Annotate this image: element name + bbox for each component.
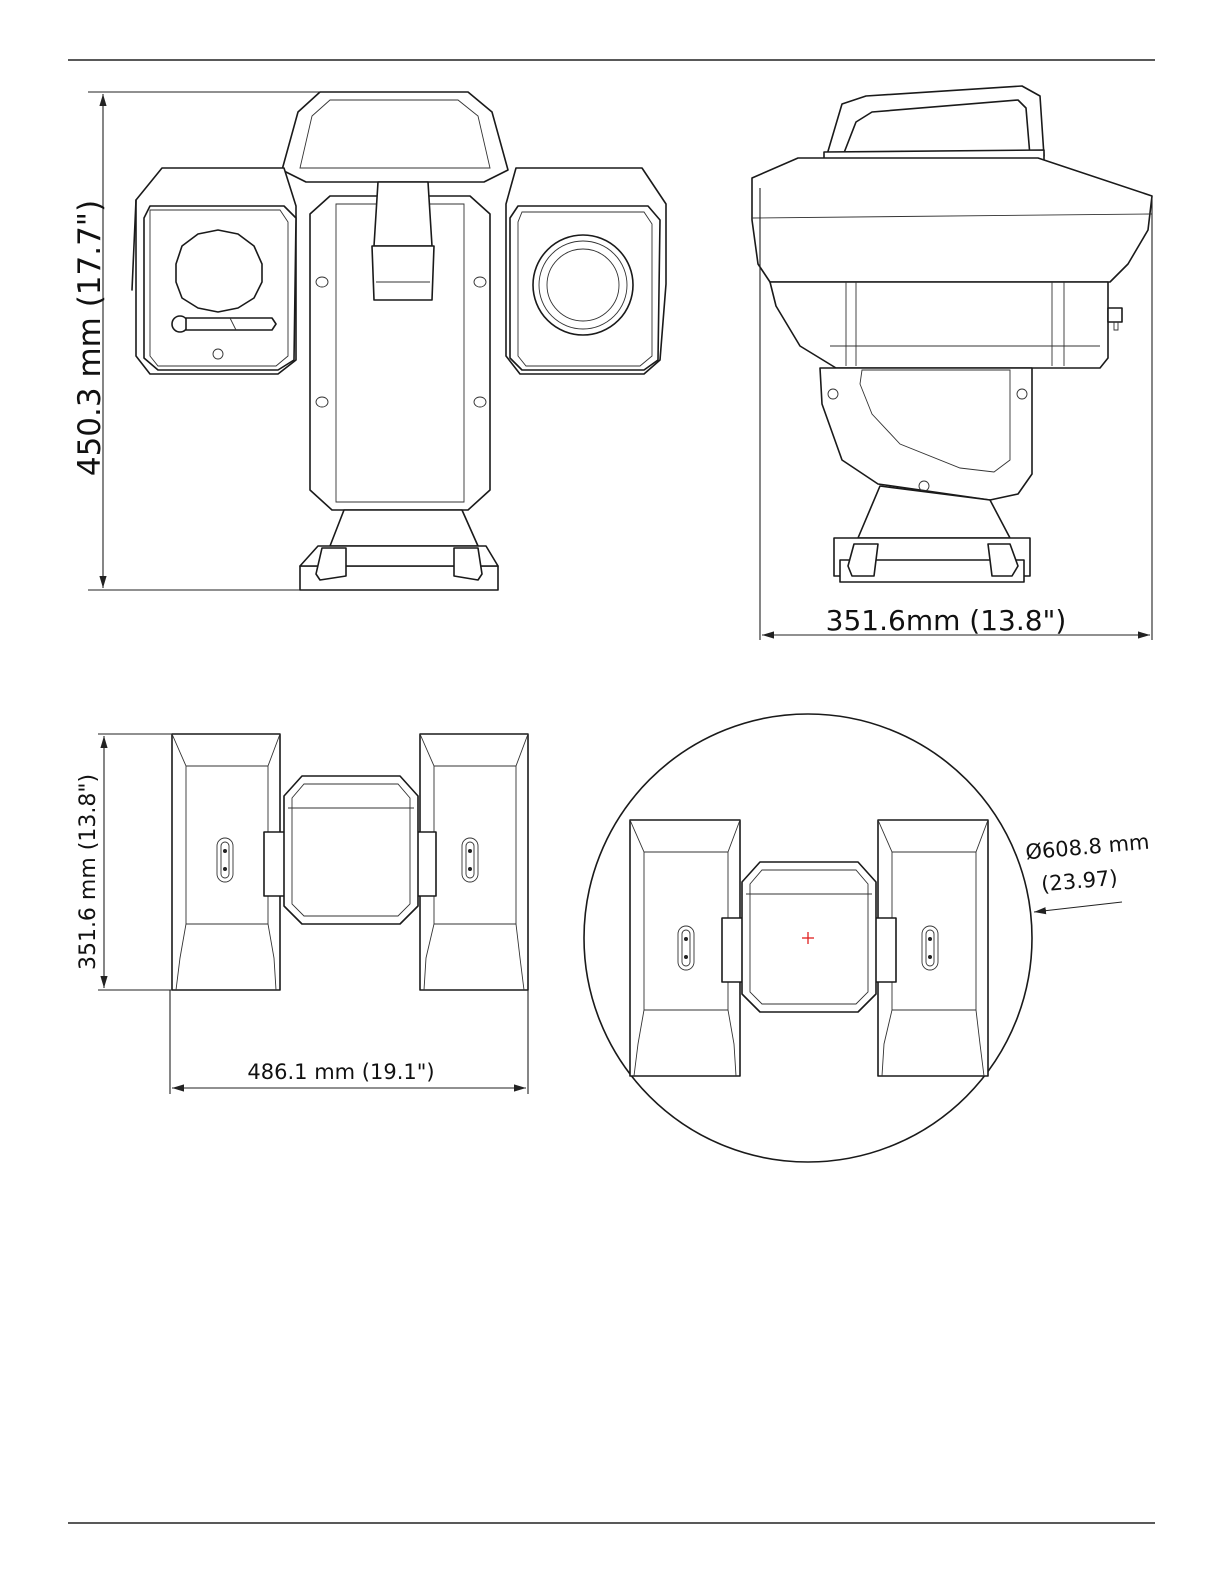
- top-depth-label: 351.6 mm (13.8"): [76, 774, 101, 970]
- front-height-label: 450.3 mm (17.7"): [72, 200, 108, 476]
- diameter-mm-label: Ø608.8 mm: [1024, 830, 1150, 865]
- top-view: [172, 734, 528, 990]
- diameter-leader: [1034, 902, 1122, 912]
- side-view: [752, 86, 1152, 582]
- side-width-label: 351.6mm (13.8"): [826, 604, 1067, 637]
- clearance-view: [584, 714, 1122, 1162]
- top-width-label: 486.1 mm (19.1"): [247, 1060, 434, 1084]
- top-depth-dimension: [98, 734, 172, 990]
- front-view: [132, 92, 666, 590]
- diameter-in-label: (23.97): [1040, 866, 1118, 897]
